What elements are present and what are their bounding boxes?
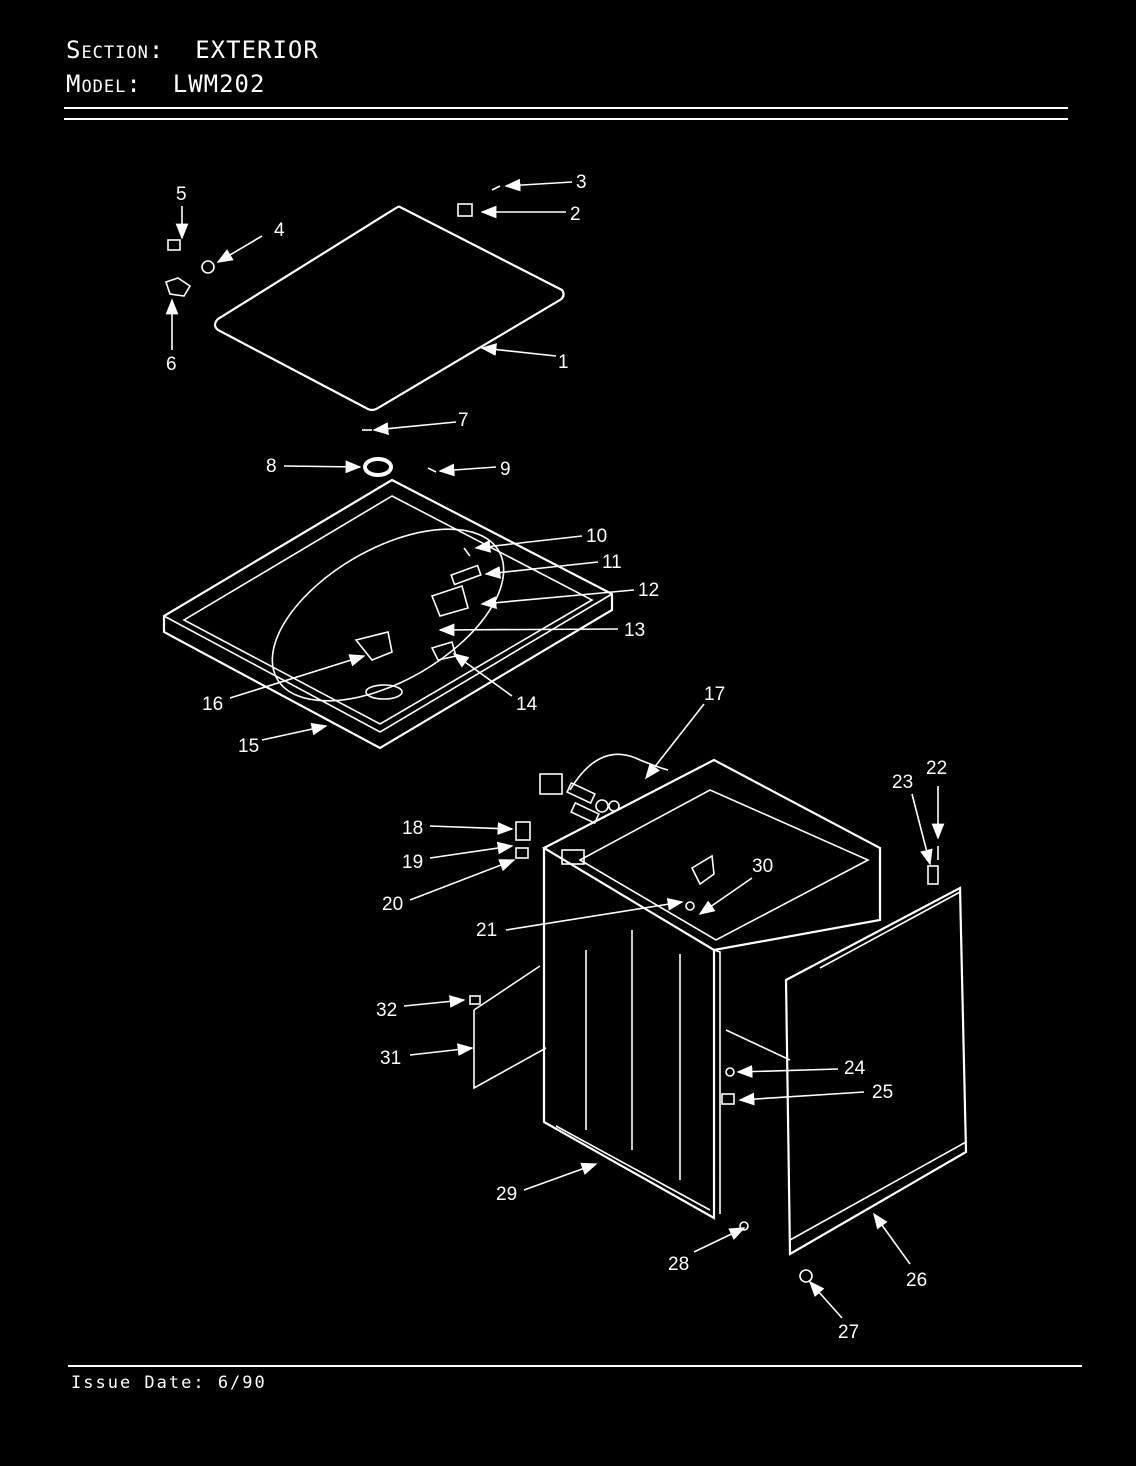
callout-8: 8 bbox=[266, 456, 277, 477]
callout-2: 2 bbox=[570, 204, 581, 225]
part-top-panel bbox=[162, 478, 614, 750]
callout-7: 7 bbox=[458, 410, 469, 431]
callout-16: 16 bbox=[202, 694, 223, 715]
model-line: Model: LWM202 bbox=[66, 70, 265, 98]
callout-32: 32 bbox=[376, 1000, 397, 1021]
callout-29: 29 bbox=[496, 1184, 517, 1205]
model-value: LWM202 bbox=[172, 70, 266, 98]
header-rule-bottom bbox=[64, 118, 1068, 120]
callout-5: 5 bbox=[176, 184, 187, 205]
callout-13: 13 bbox=[624, 620, 645, 641]
callout-21: 21 bbox=[476, 920, 497, 941]
callout-30: 30 bbox=[752, 856, 773, 877]
callout-1: 1 bbox=[558, 352, 569, 373]
model-key: Model: bbox=[66, 70, 142, 98]
callout-27: 27 bbox=[838, 1322, 859, 1343]
callout-14: 14 bbox=[516, 694, 538, 715]
callout-11: 11 bbox=[602, 552, 622, 573]
callout-26: 26 bbox=[906, 1270, 927, 1291]
callout-24: 24 bbox=[844, 1058, 866, 1079]
section-key: Section: bbox=[66, 36, 165, 64]
callout-labels: 1 2 3 4 5 6 7 8 9 10 11 12 13 14 15 16 1… bbox=[166, 172, 947, 1343]
callout-20: 20 bbox=[382, 894, 403, 915]
footer-rule bbox=[68, 1365, 1082, 1367]
callout-31: 31 bbox=[380, 1048, 401, 1069]
callout-4: 4 bbox=[274, 220, 285, 241]
header-rule-top bbox=[64, 107, 1068, 109]
issue-date: Issue Date: 6/90 bbox=[71, 1373, 267, 1393]
callout-18: 18 bbox=[402, 818, 423, 839]
callout-19: 19 bbox=[402, 852, 423, 873]
callout-3: 3 bbox=[576, 172, 587, 193]
callout-6: 6 bbox=[166, 354, 177, 375]
part-valve-assembly bbox=[515, 753, 669, 859]
part-hinges bbox=[164, 185, 501, 473]
callout-23: 23 bbox=[892, 772, 913, 793]
part-ring bbox=[363, 457, 393, 477]
section-value: EXTERIOR bbox=[195, 36, 319, 64]
part-cabinet bbox=[541, 758, 882, 1220]
callout-15: 15 bbox=[238, 736, 259, 757]
callout-12: 12 bbox=[638, 580, 659, 601]
callout-22: 22 bbox=[926, 758, 947, 779]
callout-10: 10 bbox=[586, 526, 607, 547]
part-front-brace bbox=[469, 965, 547, 1090]
callout-17: 17 bbox=[704, 684, 725, 705]
part-lid bbox=[213, 205, 565, 412]
callout-9: 9 bbox=[500, 459, 511, 480]
section-line: Section: EXTERIOR bbox=[66, 36, 319, 64]
leader-lines bbox=[165, 178, 945, 1319]
callout-28: 28 bbox=[668, 1254, 689, 1275]
callout-25: 25 bbox=[872, 1082, 893, 1103]
part-fasteners-24-25 bbox=[721, 1029, 791, 1105]
